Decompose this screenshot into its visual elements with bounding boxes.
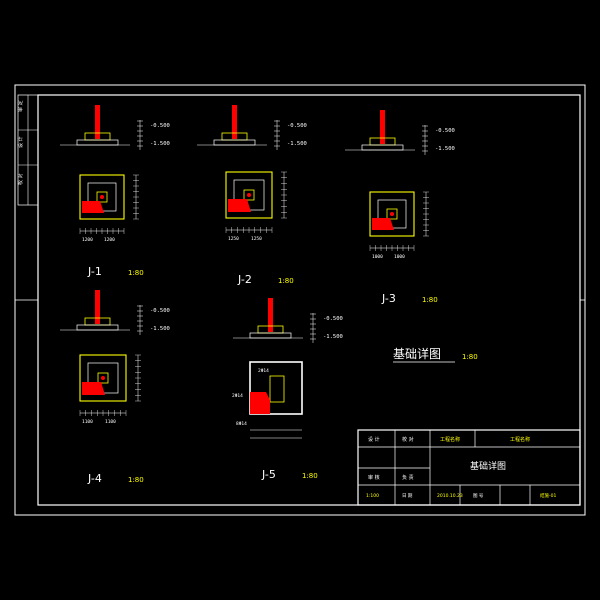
j2-scale: 1:80 — [278, 277, 294, 285]
j2-column — [232, 105, 237, 139]
j1-plan-outer — [79, 174, 125, 220]
side-strip: 审 定 设 计 校 对 — [17, 94, 39, 206]
j5-elev-top: -0.500 — [323, 316, 343, 322]
j2-label: J-2 — [237, 273, 252, 286]
j2-base — [213, 139, 256, 146]
j4-elev-top: -0.500 — [150, 308, 170, 314]
j3-dim-a: 1000 — [372, 254, 383, 260]
tb-r1c4: 工程名称 — [510, 436, 530, 443]
j5-scale: 1:80 — [302, 472, 318, 480]
j3-dim-b: 1000 — [394, 254, 405, 260]
j5-column — [268, 298, 273, 332]
j3-column — [380, 110, 385, 144]
j1-dim-a: 1200 — [82, 237, 93, 243]
j3-elev-bottom: -1.500 — [435, 146, 455, 152]
j2-elev-bottom: -1.500 — [287, 141, 307, 147]
j5-base — [249, 332, 292, 339]
j2-dim-b: 1250 — [251, 236, 262, 242]
j4-label: J-4 — [87, 472, 102, 485]
tb-r4c3: 2010.10.23 — [437, 493, 463, 499]
j1-plan-rebar — [82, 201, 104, 213]
j3-plan-outer — [369, 191, 415, 237]
j2-dim-a: 1250 — [228, 236, 239, 242]
j2-plan-center — [247, 193, 251, 197]
j1-elev-top: -0.500 — [150, 123, 170, 129]
tb-r4c4: 图 号 — [473, 493, 484, 499]
j1-dim-b: 1200 — [104, 237, 115, 243]
tb-r1c3: 工程名称 — [440, 436, 460, 443]
title-block: 设 计 校 对 工程名称 工程名称 基础详图 审 核 负 责 1:100 日 期… — [357, 429, 581, 506]
side-strip-text-1: 设 计 — [17, 136, 24, 148]
j2-plan-inner — [243, 189, 255, 201]
j1-label: J-1 — [87, 265, 102, 278]
tb-r3c1: 审 核 — [368, 474, 380, 481]
j1-scale: 1:80 — [128, 269, 144, 277]
tb-r4c1: 1:100 — [366, 493, 379, 499]
j1-elev-bottom: -1.500 — [150, 141, 170, 147]
j5-note-left: 2Φ14 — [232, 393, 243, 399]
j3-label: J-3 — [381, 292, 396, 305]
j3-plan-inner — [386, 208, 398, 220]
j3-plan-rebar — [372, 218, 394, 230]
drawing-title: 基础详图 — [393, 346, 441, 361]
j5-note-bottom: 8Φ14 — [236, 421, 247, 427]
j3-elev-top: -0.500 — [435, 128, 455, 134]
tb-r3c2: 负 责 — [402, 474, 414, 481]
j3-base — [361, 144, 404, 151]
tb-r4c5: 结施-01 — [540, 492, 556, 499]
j5-label: J-5 — [261, 468, 276, 481]
tb-r4c2: 日 期 — [402, 493, 413, 499]
side-strip-text-0: 审 定 — [17, 100, 24, 112]
j4-column — [95, 290, 100, 324]
j4-elev-bottom: -1.500 — [150, 326, 170, 332]
j2-plan-outer — [225, 171, 273, 219]
drawing-scale: 1:80 — [462, 353, 478, 361]
j1-column — [95, 105, 100, 139]
tb-r1c1: 设 计 — [368, 436, 380, 443]
j1-plan-inner — [96, 191, 108, 203]
j4-plan-outer — [79, 354, 127, 402]
side-strip-text-2: 校 对 — [17, 173, 24, 185]
j4-base — [76, 324, 119, 331]
j3-scale: 1:80 — [422, 296, 438, 304]
j3-plan-center — [390, 212, 394, 216]
j5-elev-bottom: -1.500 — [323, 334, 343, 340]
tb-r1c2: 校 对 — [402, 436, 414, 443]
j2-plan-rebar — [228, 199, 251, 212]
j2-elev-top: -0.500 — [287, 123, 307, 129]
j1-base — [76, 139, 119, 146]
tb-r2c3: 基础详图 — [470, 460, 506, 472]
j4-scale: 1:80 — [128, 476, 144, 484]
j4-dim-b: 1100 — [105, 419, 116, 425]
sheet-border — [14, 84, 586, 516]
j4-plan-center — [101, 376, 105, 380]
j4-plan-inner — [97, 372, 109, 384]
drawing-frame — [37, 94, 581, 506]
j5-plan: 2Φ14 2Φ14 8Φ14 — [232, 361, 303, 439]
j1-plan-center — [100, 195, 104, 199]
j4-plan-rebar — [82, 382, 105, 395]
j4-dim-a: 1100 — [82, 419, 93, 425]
j5-note-top: 2Φ14 — [258, 368, 269, 374]
